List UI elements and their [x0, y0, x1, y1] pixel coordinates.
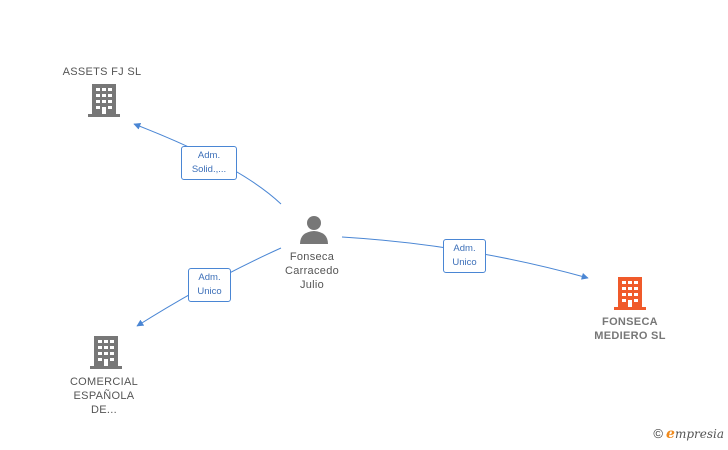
node-label-assets[interactable]: ASSETS FJ SL	[62, 66, 142, 78]
edge-label-line1: Adm.	[453, 243, 476, 254]
edge-label-to-fonseca: Adm. Unico	[443, 239, 486, 273]
node-label-person[interactable]: Fonseca Carracedo Julio	[284, 251, 340, 291]
copyright-symbol: ©	[653, 426, 664, 441]
node-label-fonseca[interactable]: FONSECA MEDIERO SL	[594, 316, 666, 342]
edge-label-line2: Unico	[452, 257, 477, 268]
edge-label-line1: Adm.	[197, 150, 221, 161]
building-icon[interactable]	[614, 277, 646, 310]
person-icon[interactable]	[300, 216, 328, 244]
edge-label-line1: Adm.	[198, 272, 221, 283]
brand-initial: e	[666, 426, 675, 442]
brand-name: mpresia	[674, 427, 724, 441]
building-icon[interactable]	[90, 336, 122, 369]
edge-label-line2: Unico	[197, 286, 222, 297]
node-label-comercial[interactable]: COMERCIAL ESPAÑOLA DE...	[69, 376, 139, 416]
edge-label-to-assets: Adm. Solid.,...	[181, 146, 237, 180]
brand-logo: ©empresia	[653, 426, 724, 442]
edge-label-line2: Solid.,...	[191, 164, 227, 175]
edge-label-to-comercial: Adm. Unico	[188, 268, 231, 302]
building-icon[interactable]	[88, 84, 120, 117]
